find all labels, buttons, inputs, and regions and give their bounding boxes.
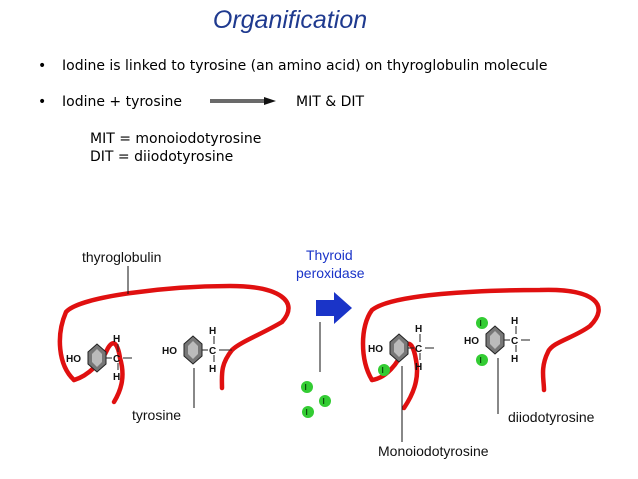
- bullet-text: Iodine is linked to tyrosine (an amino a…: [62, 58, 548, 74]
- reaction-arrow: [210, 97, 276, 105]
- carbon-text: C: [113, 354, 120, 365]
- definition-dit: DIT = diiodotyrosine: [90, 149, 234, 165]
- reaction-result: MIT & DIT: [296, 94, 365, 110]
- definitions: MIT = monoiodotyrosine DIT = diiodotyros…: [90, 130, 261, 166]
- bullet-text: Iodine + tyrosine: [62, 94, 183, 110]
- diiodotyrosine-molecule: HO C H H I I: [464, 316, 530, 366]
- hydrogen-text: H: [209, 326, 216, 337]
- hydrogen-text: H: [209, 364, 216, 375]
- carbon-text: C: [415, 344, 422, 355]
- enzyme-arrow-icon: [316, 292, 352, 324]
- ho-text: HO: [66, 354, 81, 365]
- thyroglobulin-chain-left: [57, 283, 291, 391]
- ho-text: HO: [368, 344, 383, 355]
- ho-text: HO: [464, 336, 479, 347]
- bullet-symbol: •: [38, 94, 47, 110]
- hydrogen-text: H: [511, 354, 518, 365]
- label-diiodotyrosine: diiodotyrosine: [508, 409, 595, 425]
- tyrosine-molecule-1: HO C H H: [66, 334, 132, 383]
- thyroglobulin-chain-right-lower: [369, 341, 420, 411]
- label-enzyme-peroxidase: peroxidase: [296, 265, 365, 281]
- iodine-text: I: [323, 397, 325, 406]
- carbon-text: C: [511, 336, 518, 347]
- bullet-symbol: •: [38, 58, 47, 74]
- monoiodotyrosine-molecule: HO C H H I: [368, 324, 434, 376]
- iodine-text: I: [480, 319, 482, 328]
- thyroglobulin-chain-right: [360, 287, 601, 393]
- iodine-text: I: [305, 383, 307, 392]
- slide-title: Organification: [212, 6, 368, 34]
- label-enzyme-thyroid: Thyroid: [306, 247, 353, 263]
- hydrogen-text: H: [113, 334, 120, 345]
- free-iodine-group: I I I: [301, 381, 331, 418]
- iodine-text: I: [480, 356, 482, 365]
- hydrogen-text: H: [415, 324, 422, 335]
- ho-text: HO: [162, 346, 177, 357]
- iodine-text: I: [306, 408, 308, 417]
- hydrogen-text: H: [511, 316, 518, 327]
- definition-mit: MIT = monoiodotyrosine: [90, 131, 262, 147]
- tyrosine-molecule-2: HO C H H: [162, 326, 232, 375]
- label-thyroglobulin: thyroglobulin: [82, 249, 161, 265]
- label-monoiodotyrosine: Monoiodotyrosine: [378, 443, 489, 459]
- hydrogen-text: H: [113, 372, 120, 383]
- hydrogen-text: H: [415, 362, 422, 373]
- carbon-text: C: [209, 346, 216, 357]
- iodine-text: I: [382, 366, 384, 375]
- label-tyrosine: tyrosine: [132, 407, 181, 423]
- organification-diagram: HO C H H HO C H H thyroglobulin tyrosine…: [57, 247, 601, 459]
